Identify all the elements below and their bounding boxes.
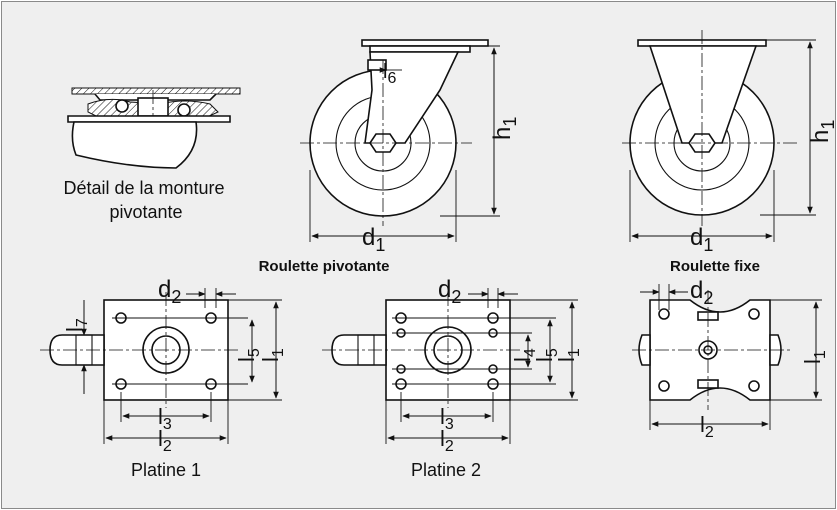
h1-swivel-label: h1: [489, 117, 520, 140]
plate-2-caption: Platine 2: [411, 460, 481, 480]
title-swivel-caster: Roulette pivotante: [259, 258, 390, 275]
detail-caption-line1: Détail de la monture: [63, 178, 224, 198]
l2-plate2-label: l2: [440, 426, 454, 455]
plate-2-top-view: [322, 292, 556, 408]
detail-caption-line2: pivotante: [109, 202, 182, 222]
title-fixed-caster: Roulette fixe: [670, 258, 760, 275]
fixed-caster-side-view: [622, 30, 800, 226]
fixed-caster-top-view: [632, 290, 790, 410]
l3-plate2-label: l3: [440, 404, 454, 433]
l5-plate1-label: l5: [234, 348, 263, 362]
l1-fixed-label: l1: [800, 350, 829, 364]
d1-swivel-label: d1: [362, 224, 385, 255]
l5-plate2-label: l5: [532, 348, 561, 362]
d1-fixed-label: d1: [690, 224, 713, 255]
l1-plate1-label: l1: [258, 348, 287, 362]
swivel-caster-side-view: [300, 39, 489, 226]
l3-plate1-label: l3: [158, 404, 172, 433]
d2-plate1-label: d2: [158, 276, 181, 307]
l7-label: l7: [62, 318, 91, 332]
d2-plate2-label: d2: [438, 276, 461, 307]
plate-1-top-view: [40, 292, 248, 408]
l2-fixed-label: l2: [700, 412, 714, 441]
h1-fixed-label: h1: [807, 120, 837, 143]
plate-1-caption: Platine 1: [131, 460, 201, 480]
swivel-mount-detail: [67, 87, 241, 169]
l4-plate2-label: l4: [510, 348, 539, 362]
d2-fixed-label: d2: [690, 277, 713, 308]
l6-label: l6: [383, 61, 396, 87]
l2-plate1-label: l2: [158, 426, 172, 455]
l1-plate2-label: l1: [554, 348, 583, 362]
